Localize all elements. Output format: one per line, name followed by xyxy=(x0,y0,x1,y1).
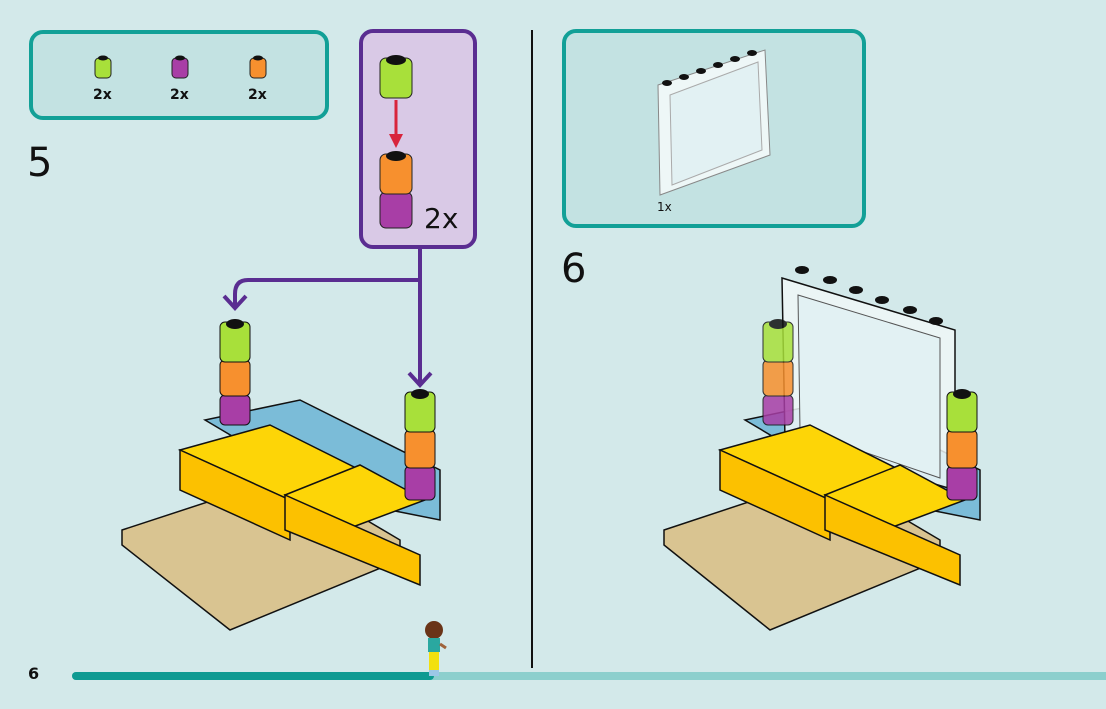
subassembly-qty: 2x xyxy=(424,202,459,235)
stacked-orange-magenta-icon xyxy=(379,151,413,229)
column-right xyxy=(946,389,978,501)
orange-round-brick-icon xyxy=(249,55,267,79)
magenta-round-brick-icon xyxy=(171,55,189,79)
step-number-5: 5 xyxy=(27,140,53,186)
part-qty-magenta: 2x xyxy=(170,87,189,103)
part-qty-orange: 2x xyxy=(248,87,267,103)
panel-studs xyxy=(795,266,943,325)
column-left xyxy=(762,319,794,426)
column-left xyxy=(219,319,251,426)
progress-track xyxy=(72,672,1106,680)
yellow-brick-left-side xyxy=(179,448,291,542)
minifigure-progress-marker xyxy=(425,621,447,676)
column-right xyxy=(404,389,436,501)
lime-brick-icon xyxy=(379,55,413,99)
step5-parts-box xyxy=(29,30,329,120)
insert-arrow-icon xyxy=(389,100,403,148)
progress-fill xyxy=(72,672,434,680)
page-number: 6 xyxy=(28,664,40,683)
part-qty-lime: 2x xyxy=(93,87,112,103)
subassembly-box xyxy=(359,29,477,249)
yellow-brick-right-side xyxy=(284,493,421,587)
lime-round-brick-icon xyxy=(94,55,112,79)
panel-qty: 1x xyxy=(657,200,672,214)
step-number-6: 6 xyxy=(561,246,587,292)
step-divider xyxy=(531,30,533,668)
